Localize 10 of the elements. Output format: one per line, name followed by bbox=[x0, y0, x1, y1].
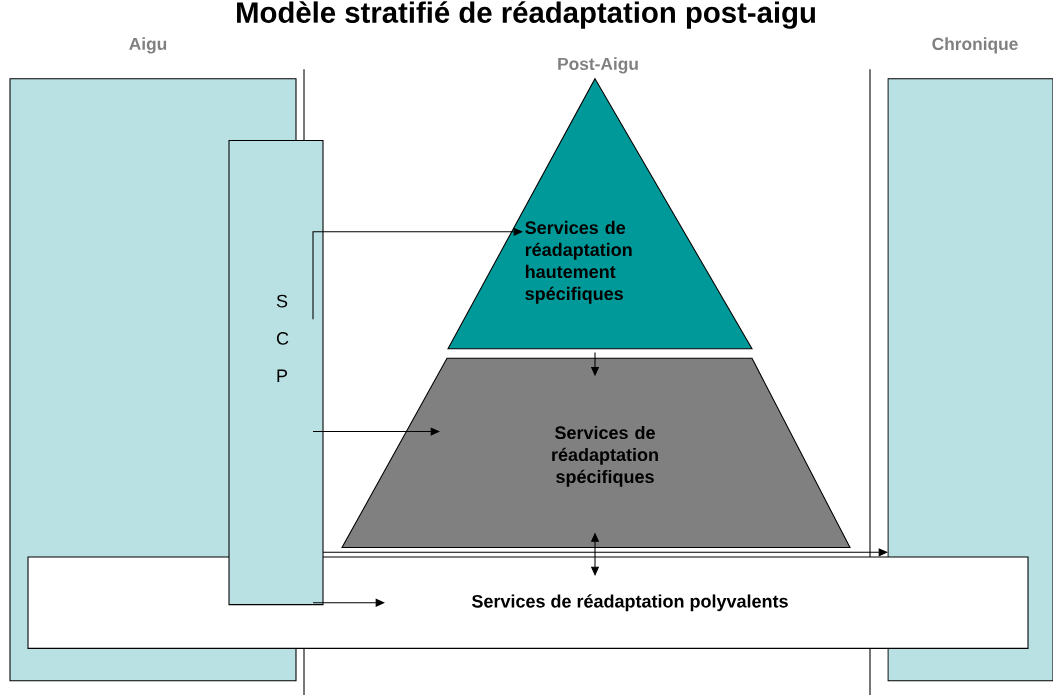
arrow bbox=[312, 427, 440, 436]
column-box: S C P bbox=[228, 140, 324, 606]
node-label: Chronique bbox=[932, 37, 1018, 54]
title: Modèle stratifié de réadaptation post-aigu bbox=[237, 1, 815, 29]
arrow bbox=[312, 227, 523, 320]
arrow bbox=[322, 548, 888, 557]
band-box: Services de réadaptation polyvalents bbox=[27, 556, 1029, 649]
arrow bbox=[312, 598, 385, 607]
node-label: Aigu bbox=[129, 37, 167, 54]
pyramid-middle: Services de réadaptation spécifiques bbox=[341, 357, 851, 549]
